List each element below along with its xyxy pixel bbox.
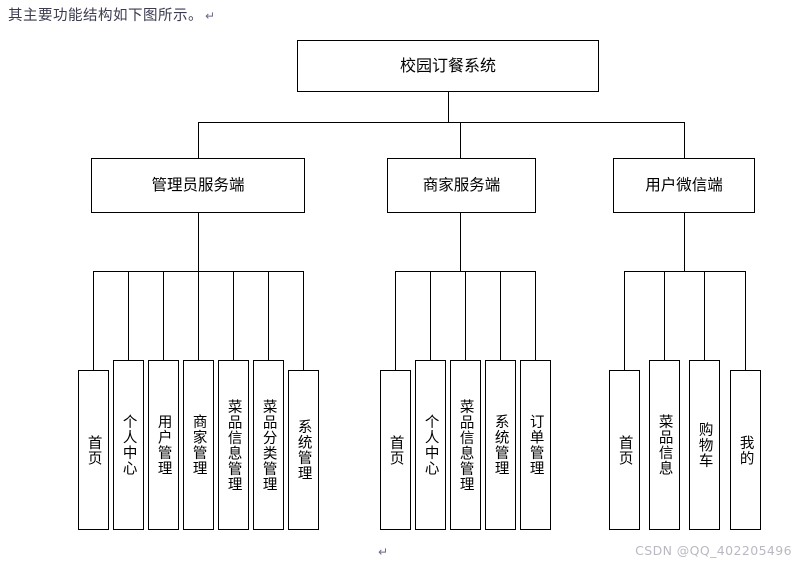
paragraph-mark-icon: ↵ xyxy=(378,545,389,559)
pilcrow-icon: ↵ xyxy=(205,9,216,23)
node-root: 校园订餐系统 xyxy=(297,40,599,92)
connector-admin-leaf-3 xyxy=(163,271,164,360)
connector-wechat-leaf-4 xyxy=(745,271,746,370)
node-branch-admin: 管理员服务端 xyxy=(91,158,305,213)
leaf-admin-7: 系统管理 xyxy=(288,370,319,530)
leaf-admin-2-label: 个人中心 xyxy=(120,414,137,476)
node-branch-admin-label: 管理员服务端 xyxy=(151,175,245,194)
leaf-admin-3: 用户管理 xyxy=(148,360,179,530)
leaf-admin-7-label: 系统管理 xyxy=(295,419,312,481)
node-branch-merchant: 商家服务端 xyxy=(387,158,536,213)
leaf-merchant-1: 首页 xyxy=(380,370,411,530)
leaf-merchant-4: 系统管理 xyxy=(485,360,516,530)
leaf-admin-2: 个人中心 xyxy=(113,360,144,530)
connector-root-down xyxy=(448,92,449,122)
leaf-wechat-1-label: 首页 xyxy=(616,434,633,466)
leaf-wechat-1: 首页 xyxy=(609,370,640,530)
leaf-merchant-4-label: 系统管理 xyxy=(492,414,509,476)
connector-branch1-down xyxy=(198,122,199,158)
leaf-admin-3-label: 用户管理 xyxy=(155,414,172,476)
leaf-admin-6-label: 菜品分类管理 xyxy=(260,398,277,492)
connector-admin-leaf-6 xyxy=(268,271,269,360)
node-branch-wechat-label: 用户微信端 xyxy=(645,175,723,194)
connector-admin-leaf-2 xyxy=(128,271,129,360)
leaf-admin-4-label: 商家管理 xyxy=(190,414,207,476)
connector-wechat-leaf-2 xyxy=(664,271,665,360)
leaf-merchant-3-label: 菜品信息管理 xyxy=(457,398,474,492)
leaf-wechat-2-label: 菜品信息 xyxy=(656,414,673,476)
connector-admin-leaf-7 xyxy=(303,271,304,370)
node-branch-merchant-label: 商家服务端 xyxy=(422,175,501,194)
connector-branch3-down xyxy=(684,122,685,158)
connector-merchant-leaf-1 xyxy=(395,271,396,370)
leaf-merchant-5-label: 订单管理 xyxy=(527,414,544,476)
connector-admin-leaf-1 xyxy=(93,271,94,370)
leaf-wechat-3-label: 购物车 xyxy=(696,421,713,469)
connector-level1-bus xyxy=(198,122,684,123)
connector-merchant-leaf-3 xyxy=(465,271,466,360)
leaf-merchant-5: 订单管理 xyxy=(520,360,551,530)
connector-admin-leaf-4 xyxy=(198,271,199,360)
node-branch-wechat: 用户微信端 xyxy=(613,158,755,213)
node-root-label: 校园订餐系统 xyxy=(399,55,496,75)
watermark-text: CSDN @QQ_402205496 xyxy=(635,543,792,558)
leaf-merchant-1-label: 首页 xyxy=(387,434,404,466)
leaf-admin-1-label: 首页 xyxy=(85,434,102,466)
leaf-merchant-3: 菜品信息管理 xyxy=(450,360,481,530)
leaf-merchant-2: 个人中心 xyxy=(415,360,446,530)
leaf-merchant-2-label: 个人中心 xyxy=(422,414,439,476)
caption-text: 其主要功能结构如下图所示。 xyxy=(8,8,203,24)
page-caption: 其主要功能结构如下图所示。↵ xyxy=(8,4,216,25)
leaf-wechat-3: 购物车 xyxy=(689,360,720,530)
connector-merchant-leaf-2 xyxy=(430,271,431,360)
connector-merchant-stem xyxy=(460,213,461,271)
connector-admin-leaf-5 xyxy=(233,271,234,360)
connector-merchant-leaf-4 xyxy=(500,271,501,360)
connector-wechat-stem xyxy=(684,213,685,271)
connector-wechat-leaf-3 xyxy=(704,271,705,360)
leaf-admin-1: 首页 xyxy=(78,370,109,530)
leaf-admin-5: 菜品信息管理 xyxy=(218,360,249,530)
connector-merchant-leaf-5 xyxy=(535,271,536,360)
leaf-admin-4: 商家管理 xyxy=(183,360,214,530)
connector-wechat-leaf-1 xyxy=(624,271,625,370)
leaf-admin-5-label: 菜品信息管理 xyxy=(225,398,242,492)
leaf-wechat-4-label: 我的 xyxy=(737,434,754,466)
leaf-wechat-4: 我的 xyxy=(730,370,761,530)
connector-wechat-bus xyxy=(624,271,745,272)
leaf-wechat-2: 菜品信息 xyxy=(649,360,680,530)
leaf-admin-6: 菜品分类管理 xyxy=(253,360,284,530)
connector-branch2-down xyxy=(460,122,461,158)
connector-admin-stem xyxy=(198,213,199,271)
